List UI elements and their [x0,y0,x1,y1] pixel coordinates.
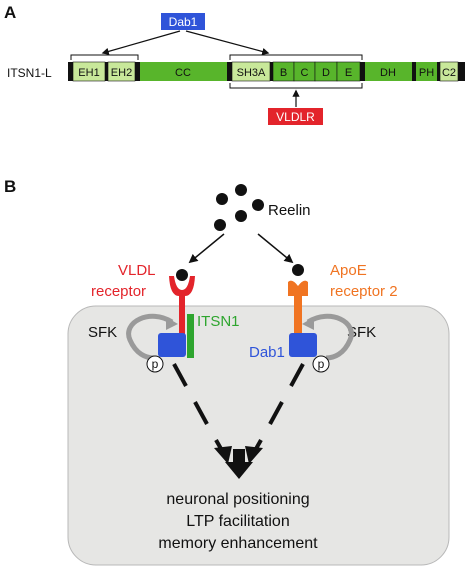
reelin-label: Reelin [268,202,311,219]
sfk-left-arrowhead [166,317,178,330]
dab1-tag-label: Dab1 [169,15,198,29]
apoe-receptor-label-2: receptor 2 [330,283,398,300]
domain-sh3a-label: SH3A [237,67,266,79]
domain-c2-label: C2 [442,67,456,79]
sfk-right-arrowhead [302,317,314,330]
domain-ph-label: PH [419,67,434,79]
sh3-bracket-bottom [229,83,363,89]
dab1-square-left [158,333,186,357]
domain-eh1-label: EH1 [78,67,99,79]
vldl-receptor-label-1: VLDL [118,262,156,279]
panel-a-label: A [4,3,16,22]
dab1-tag: Dab1 [161,13,205,30]
itsn1-bar [187,314,194,358]
phospho-right [312,355,330,373]
outcome-line-1: neuronal positioning [166,491,309,508]
cell-body [67,305,450,566]
outcome-line-3: memory enhancement [158,535,318,552]
outcome-line-2: LTP facilitation [186,513,289,530]
outcome-arrow [225,449,253,479]
domain-b-label: B [280,67,287,79]
sfk-left-curve [126,313,174,361]
phospho-left [146,355,164,373]
signal-arrowhead-right [245,446,263,464]
vldl-receptor-label-2: receptor [91,283,146,300]
domain-sh3a [231,61,271,82]
dab1-square-right [289,333,317,357]
domain-eh1 [72,61,106,82]
domain-cc-label: CC [175,67,191,79]
domain-eh2-label: EH2 [111,67,132,79]
sh3-bracket-top [229,54,363,60]
domain-dh-label: DH [380,67,396,79]
dab1-arrow-right [185,30,270,55]
dab1-label: Dab1 [249,344,285,361]
vldlr-tag-label: VLDLR [276,110,315,124]
protein-bar: EH1 EH2 CC SH3A B C D E DH PH C2 [68,61,465,82]
vldl-receptor [169,269,195,334]
apoe-receptor-label-1: ApoE [330,262,367,279]
reelin-dots [214,184,264,231]
sfk-right-curve [306,313,354,361]
sfk-left-label: SFK [88,324,117,341]
domain-c-label: C [301,67,309,79]
eh-bracket [70,54,139,60]
apoe-receptor [288,264,308,336]
domain-e-label: E [345,67,352,79]
signal-arrowhead-left [214,446,232,464]
domain-c2 [439,61,459,82]
dab1-arrow-left [101,30,181,55]
itsn1-label: ITSN1 [197,313,240,330]
phospho-right-label: p [318,357,325,371]
reelin-arrow-right [257,233,294,264]
reelin-arrow-left [188,233,225,264]
vldlr-tag: VLDLR [268,108,323,125]
domain-e [336,61,361,82]
domain-ph [416,62,437,81]
panel-b-label: B [4,177,16,196]
sfk-right-label: SFK [347,324,376,341]
phospho-left-label: p [152,357,159,371]
domain-d-label: D [322,67,330,79]
protein-label: ITSN1-L [7,66,52,80]
domain-eh2 [107,61,136,82]
